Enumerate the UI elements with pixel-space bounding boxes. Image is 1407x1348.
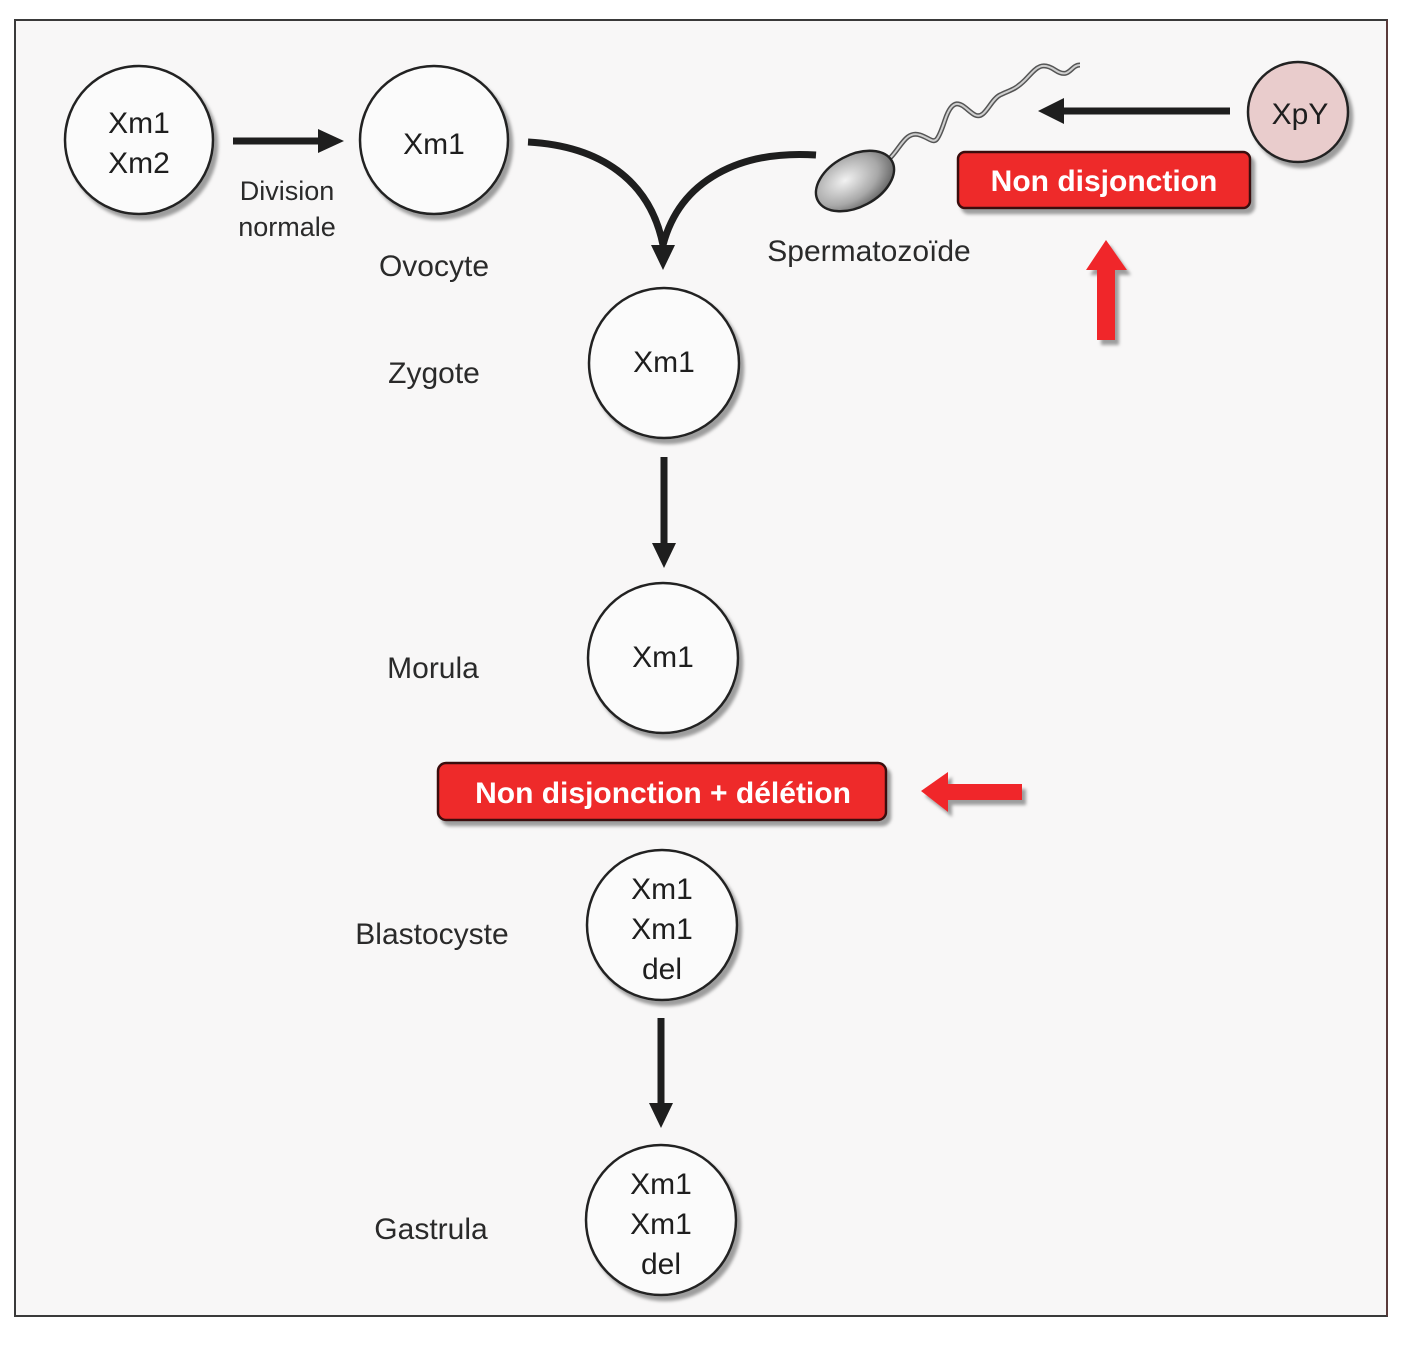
gastrula-cell: Xm1 Xm1 del bbox=[584, 1143, 738, 1297]
non-disjonction-badge: Non disjonction bbox=[956, 150, 1252, 210]
division-arrow bbox=[233, 129, 344, 153]
blastocyste-cell: Xm1 Xm1 del bbox=[585, 848, 739, 1002]
cell-line: Xm1 bbox=[631, 913, 693, 946]
spermatozoon-icon bbox=[814, 62, 1081, 213]
red-up-arrow-icon bbox=[1086, 240, 1127, 340]
arrowhead-icon bbox=[318, 129, 344, 153]
red-left-arrow-icon bbox=[921, 772, 1022, 812]
badge-label: Non disjonction bbox=[991, 165, 1218, 198]
division-normale-label: Division bbox=[240, 176, 335, 206]
cell-line: Xm1 bbox=[108, 107, 170, 140]
zygote-cell: Xm1 bbox=[587, 286, 741, 440]
morula-label: Morula bbox=[387, 652, 479, 685]
cell-line: Xm1 bbox=[631, 873, 693, 906]
gastrula-label: Gastrula bbox=[374, 1213, 488, 1246]
zygote-label: Zygote bbox=[388, 357, 480, 390]
division-normale-label: normale bbox=[238, 212, 336, 242]
morula-cell: Xm1 bbox=[586, 581, 740, 735]
arrowhead-icon bbox=[1038, 98, 1064, 124]
fertilization-arrow bbox=[527, 138, 817, 270]
cell-line: del bbox=[641, 1248, 681, 1281]
cell-line: del bbox=[642, 953, 682, 986]
spermatozoide-label: Spermatozoïde bbox=[767, 235, 970, 268]
paternal-cell: XpY bbox=[1246, 60, 1350, 164]
zygote-to-morula-arrow bbox=[652, 457, 676, 568]
badge-label: Non disjonction + délétion bbox=[475, 777, 851, 810]
cell-line: Xm1 bbox=[403, 128, 465, 161]
cell-line: Xm1 bbox=[630, 1208, 692, 1241]
arrowhead-icon bbox=[651, 245, 675, 270]
arrowhead-icon bbox=[649, 1103, 673, 1128]
cell-line: Xm1 bbox=[630, 1168, 692, 1201]
cell-line: Xm2 bbox=[108, 147, 170, 180]
ovocyte-label: Ovocyte bbox=[379, 250, 489, 283]
ovocyte-cell: Xm1 bbox=[358, 64, 510, 216]
non-disjonction-deletion-badge: Non disjonction + délétion bbox=[436, 761, 888, 822]
blastocyste-label: Blastocyste bbox=[355, 918, 508, 951]
cell-line: Xm1 bbox=[632, 641, 694, 674]
mother-cell: Xm1 Xm2 bbox=[63, 64, 215, 216]
arrowhead-icon bbox=[652, 543, 676, 568]
paternal-arrow bbox=[1038, 98, 1230, 124]
cell-line: XpY bbox=[1272, 98, 1329, 131]
blastocyste-to-gastrula-arrow bbox=[649, 1018, 673, 1128]
cell-line: Xm1 bbox=[633, 346, 695, 379]
